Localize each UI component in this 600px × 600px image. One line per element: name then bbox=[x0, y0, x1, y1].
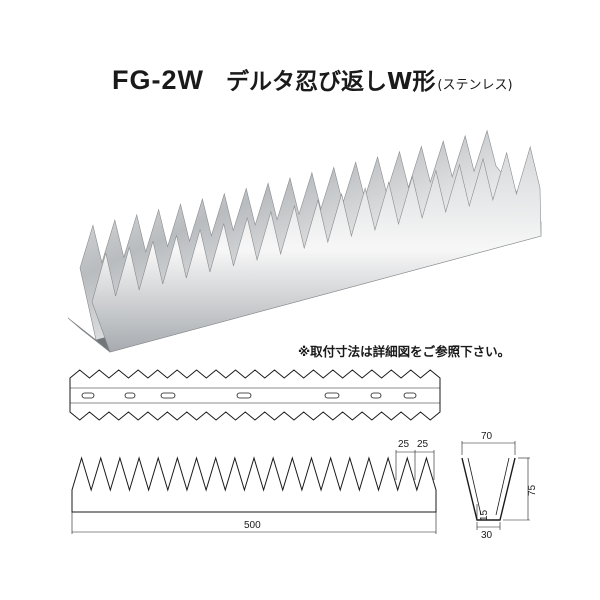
product-code: FG-2W bbox=[112, 65, 204, 95]
mounting-slot bbox=[370, 392, 382, 399]
length-label: 500 bbox=[244, 520, 261, 531]
product-name: デルタ忍び返しW形 bbox=[226, 69, 436, 95]
cross-section: 70 75 15 30 bbox=[461, 431, 538, 541]
bottom-width-label: 30 bbox=[481, 530, 493, 541]
mounting-slot bbox=[160, 392, 176, 399]
mounting-note: ※取付寸法は詳細図をご参照下さい。 bbox=[298, 344, 511, 359]
channel-end bbox=[67, 317, 111, 353]
mounting-slot bbox=[124, 392, 136, 399]
title-row: FG-2W デルタ忍び返しW形 (ステンレス) bbox=[112, 62, 513, 96]
section-profile bbox=[461, 457, 516, 521]
pitch-label-a: 25 bbox=[398, 439, 410, 450]
side-elevation: 25 25 500 bbox=[71, 439, 437, 534]
mounting-slots bbox=[81, 392, 417, 399]
mounting-slot bbox=[81, 392, 95, 399]
mounting-slot bbox=[324, 392, 340, 399]
front-spike-wall bbox=[91, 145, 542, 353]
mounting-slot bbox=[403, 392, 417, 399]
product-material: (ステンレス) bbox=[437, 78, 513, 93]
product-photo bbox=[67, 129, 542, 353]
height-label: 75 bbox=[527, 484, 538, 496]
plan-strip-outline bbox=[69, 369, 441, 421]
mounting-slot bbox=[236, 392, 252, 399]
elevation-outline bbox=[71, 456, 437, 513]
plan-view bbox=[69, 369, 441, 421]
pitch-label-b: 25 bbox=[417, 439, 429, 450]
side-height-label: 15 bbox=[479, 509, 490, 521]
top-width-label: 70 bbox=[481, 431, 493, 442]
